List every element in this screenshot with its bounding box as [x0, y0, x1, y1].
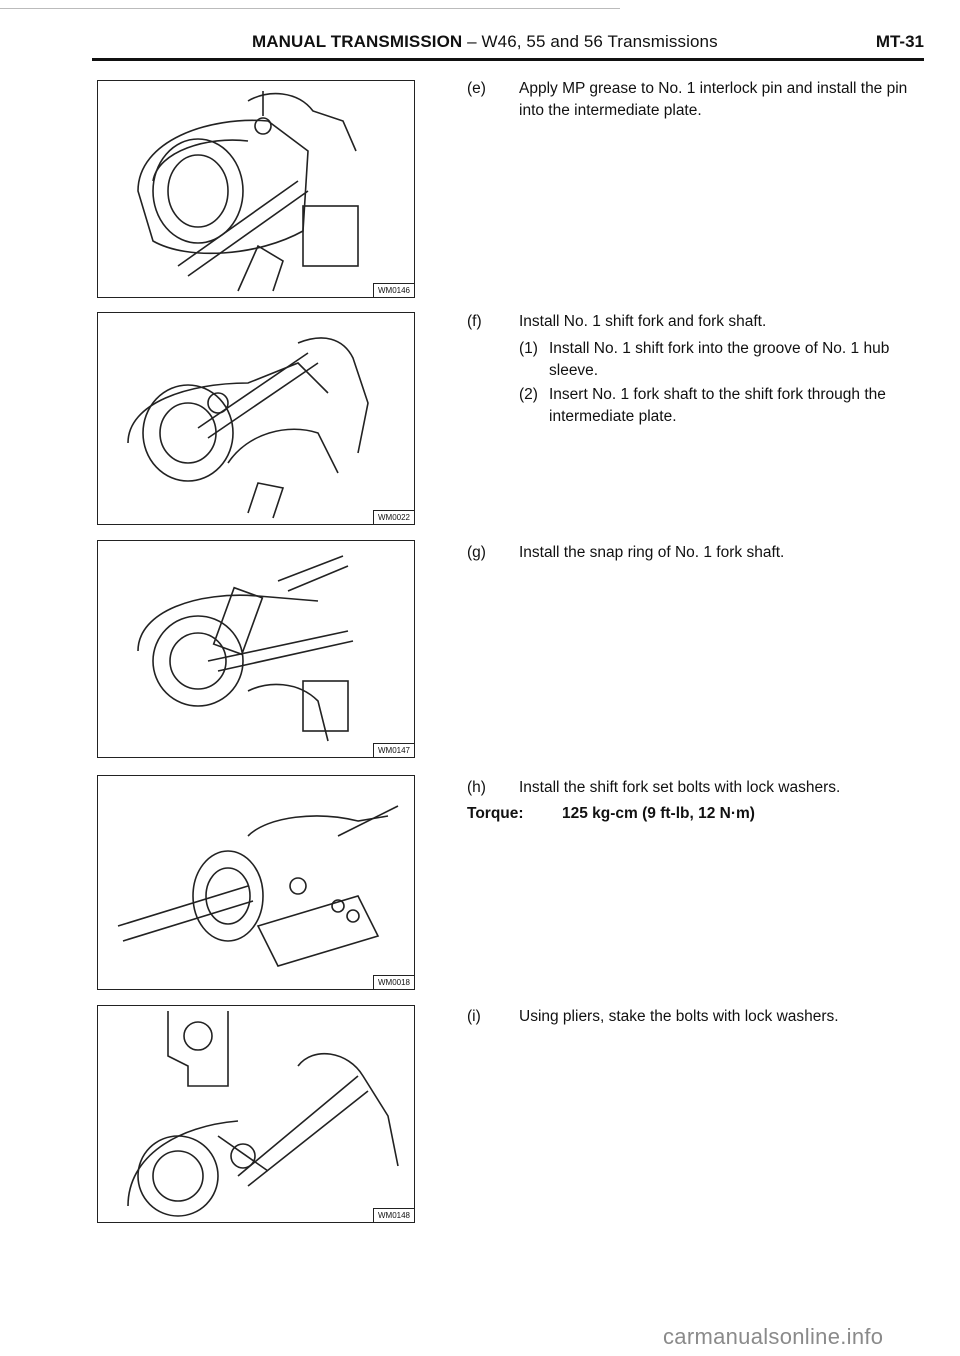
step-label: (g) — [467, 544, 486, 561]
figure-set-bolts: WM0018 — [97, 775, 415, 990]
step-text: Install the shift fork set bolts with lo… — [519, 779, 841, 796]
page-title: MANUAL TRANSMISSION – W46, 55 and 56 Tra… — [252, 32, 718, 51]
substep-text: Install No. 1 shift fork into the groove… — [549, 340, 890, 379]
figure-illustration — [117, 805, 399, 967]
figure-illustration — [137, 91, 359, 292]
step-text: Apply MP grease to No. 1 interlock pin a… — [519, 80, 908, 119]
figure-code: WM0146 — [372, 283, 414, 297]
figure-code: WM0022 — [372, 510, 414, 524]
step-label: (i) — [467, 1008, 481, 1025]
figure-code: WM0148 — [372, 1208, 414, 1222]
step-label: (h) — [467, 779, 486, 796]
figure-snap-ring: WM0147 — [97, 540, 415, 758]
watermark: carmanualsonline.info — [663, 1324, 884, 1349]
torque-label: Torque: — [467, 805, 524, 822]
figure-shift-fork: WM0022 — [97, 312, 415, 525]
torque-value: 125 kg-cm (9 ft-lb, 12 N·m) — [562, 805, 755, 822]
substep-label: (1) — [519, 340, 538, 357]
figure-illustration — [127, 337, 369, 519]
figure-code: WM0018 — [372, 975, 414, 989]
step-text: Install the snap ring of No. 1 fork shaf… — [519, 544, 785, 561]
substep-label: (2) — [519, 386, 538, 403]
step-label: (f) — [467, 313, 482, 330]
step-text: Using pliers, stake the bolts with lock … — [519, 1008, 839, 1025]
substep-text: Insert No. 1 fork shaft to the shift for… — [549, 386, 886, 425]
header-rule — [92, 58, 924, 61]
figure-pliers: WM0148 — [97, 1005, 415, 1223]
step-text: Install No. 1 shift fork and fork shaft. — [519, 313, 767, 330]
figure-illustration — [127, 1011, 399, 1217]
figure-code: WM0147 — [372, 743, 414, 757]
torque-spec: Torque: 125 kg-cm (9 ft-lb, 12 N·m) — [467, 805, 755, 823]
top-scan-line — [0, 8, 620, 9]
page-header: MANUAL TRANSMISSION – W46, 55 and 56 Tra… — [92, 32, 924, 62]
page-number: MT-31 — [875, 32, 924, 51]
figure-illustration — [137, 555, 354, 742]
step-label: (e) — [467, 80, 486, 97]
figure-interlock-pin: WM0146 — [97, 80, 415, 298]
